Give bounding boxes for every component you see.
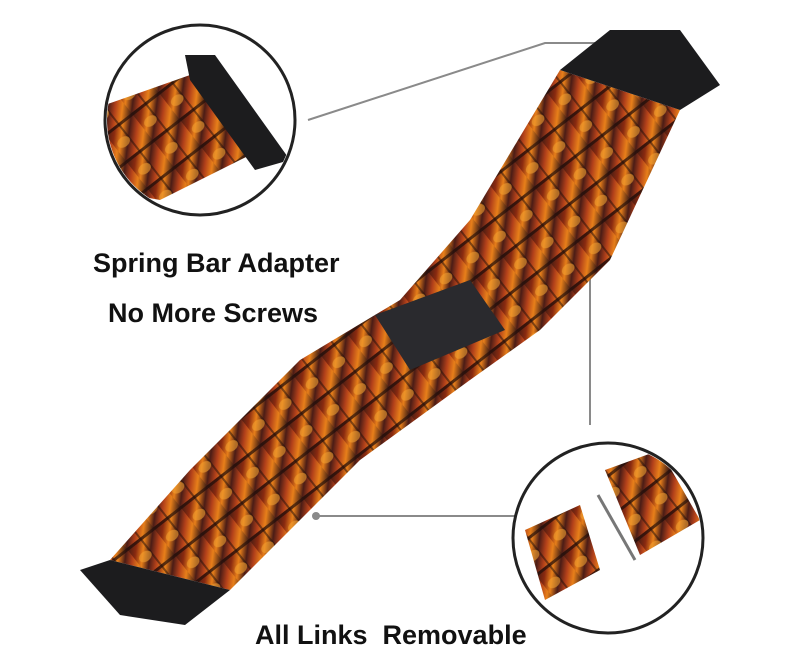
caption-spring-bar: Spring Bar Adapter — [93, 248, 340, 278]
spring-bar-detail — [103, 23, 297, 217]
top-adapter — [560, 30, 720, 110]
clasp — [375, 280, 505, 370]
removable-links-detail — [511, 441, 705, 635]
watch-band — [80, 30, 720, 625]
caption-no-screws: No More Screws — [108, 298, 319, 328]
bottom-adapter — [80, 560, 230, 625]
caption-removable-links: All Links Removable — [255, 620, 527, 650]
